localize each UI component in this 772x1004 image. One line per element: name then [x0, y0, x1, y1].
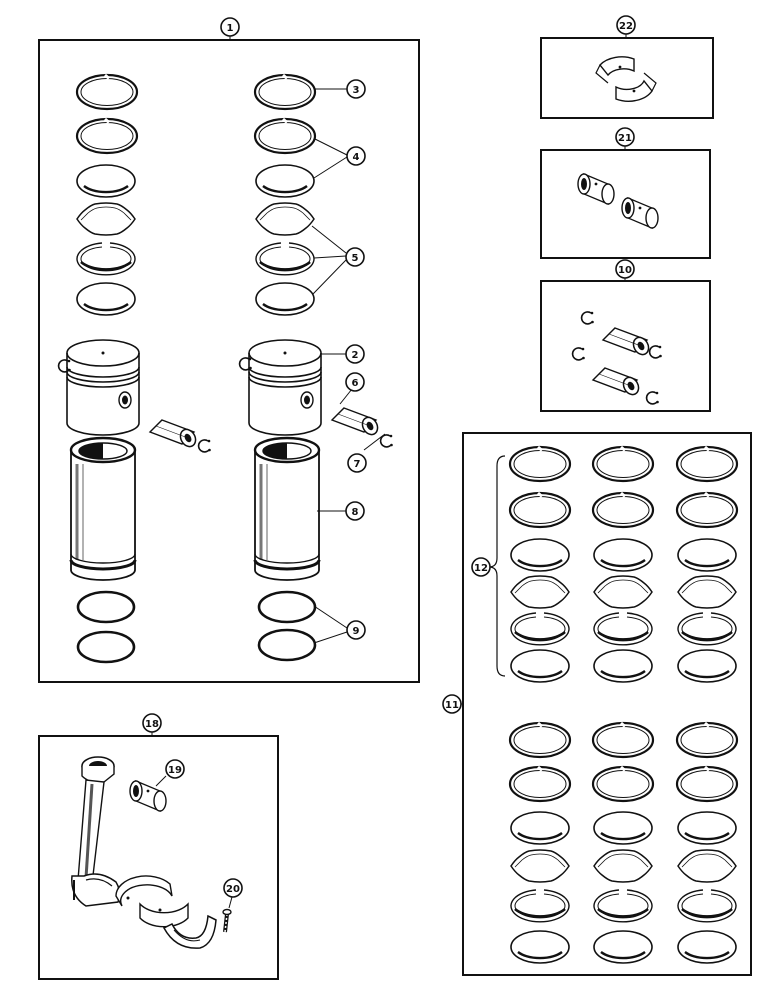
callout-8-label: 8	[352, 507, 359, 518]
callout-21: 21	[615, 127, 635, 147]
group-22-panel	[540, 34, 714, 119]
callout-11-label: 11	[445, 700, 459, 711]
main-bearing-halves	[595, 56, 657, 102]
callout-20: 20	[223, 878, 243, 909]
callout-21-label: 21	[618, 133, 632, 144]
group-18-panel	[38, 732, 279, 980]
callout-9: 9	[346, 620, 366, 640]
callout-4-label: 4	[353, 152, 360, 163]
callout-19: 19	[155, 759, 185, 787]
connecting-rod-bearing-lower	[139, 902, 189, 928]
callout-11: 11	[442, 694, 463, 714]
callout-9-label: 9	[353, 626, 360, 637]
connecting-rod-cap	[162, 914, 217, 949]
callout-6: 6	[345, 372, 365, 392]
callout-2-label: 2	[352, 350, 359, 361]
callout-19-label: 19	[168, 765, 182, 776]
callout-20-label: 20	[226, 884, 240, 895]
callout-10: 10	[615, 259, 635, 279]
callout-1-label: 1	[227, 23, 234, 34]
callout-2: 2	[345, 344, 365, 364]
callout-8: 8	[345, 501, 365, 521]
callout-7-label: 7	[354, 459, 361, 470]
rod-bolt	[222, 908, 232, 933]
callout-22-label: 22	[619, 21, 633, 32]
callout-10-label: 10	[618, 265, 632, 276]
leader-lines-panel-1	[311, 88, 386, 644]
callout-12-label: 12	[474, 563, 488, 574]
callout-3: 3	[346, 79, 366, 99]
callout-1: 1	[220, 17, 240, 37]
callout-4: 4	[346, 146, 366, 166]
callout-22: 22	[616, 15, 636, 35]
callout-5: 5	[345, 247, 365, 267]
callout-18-label: 18	[145, 719, 159, 730]
connecting-rod	[71, 756, 121, 907]
group-11-panel	[462, 432, 752, 976]
callout-7: 7	[347, 453, 367, 473]
callout-12: 12	[471, 455, 506, 677]
callout-6-label: 6	[352, 378, 359, 389]
callout-3-label: 3	[353, 85, 360, 96]
callout-5-label: 5	[352, 253, 359, 264]
connecting-rod-bearing-upper	[115, 875, 173, 907]
callout-18: 18	[142, 713, 162, 733]
